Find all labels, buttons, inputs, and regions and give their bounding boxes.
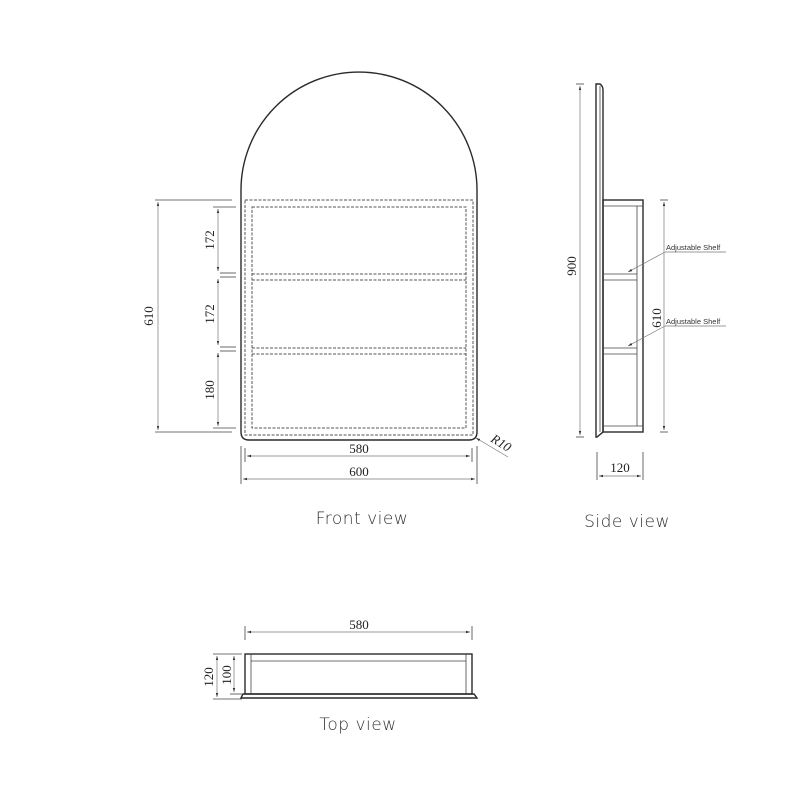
dim-top-width: 580 [244,617,473,640]
dim-172-mid-text: 172 [202,304,217,324]
adjustable-shelf-callout-2: Adjustable Shelf [627,317,726,347]
dim-top-100-text: 100 [219,665,234,685]
dim-shelf-spacing: 172 172 180 [202,206,236,429]
adjustable-shelf-callout-1: Adjustable Shelf [627,243,726,273]
dim-top-580-text: 580 [349,617,369,632]
cabinet-hidden-lines [244,199,474,436]
front-view: 610 172 172 180 580 600 [141,71,515,529]
dim-cabinet-height: 610 [649,199,668,433]
mirror-panel-side [595,83,604,438]
dim-172-top-text: 172 [202,230,217,250]
dim-580-text: 580 [349,441,369,456]
adjustable-shelf-label-2: Adjustable Shelf [666,317,721,326]
top-view: 580 120 100 Top view [201,617,479,735]
arch-mirror-outline [240,71,478,441]
cabinet-side [602,199,644,433]
dim-side-610-text: 610 [649,308,664,328]
top-view-label: Top view [319,715,396,735]
dim-depth: 120 [596,452,644,480]
dim-900-text: 900 [564,256,579,276]
dim-610-text: 610 [141,306,156,326]
side-view-label: Side view [584,512,670,532]
dim-corner-radius: R10 [475,430,515,458]
dim-r10-text: R10 [488,430,515,455]
dim-top-depth: 120 100 [201,653,242,700]
dim-120-text: 120 [610,460,630,475]
adjustable-shelf-label-1: Adjustable Shelf [666,243,721,252]
dim-180-text: 180 [202,380,217,400]
dim-overall-height: 610 [141,199,232,433]
cabinet-top [239,653,479,699]
dim-600-text: 600 [349,464,369,479]
front-view-label: Front view [316,509,409,529]
dim-top-120-text: 120 [201,667,216,687]
side-view: 900 610 Adjustable Shelf Adjustable Shel… [564,83,726,532]
dim-widths: 580 600 [240,441,478,484]
dim-total-height: 900 [564,83,584,438]
